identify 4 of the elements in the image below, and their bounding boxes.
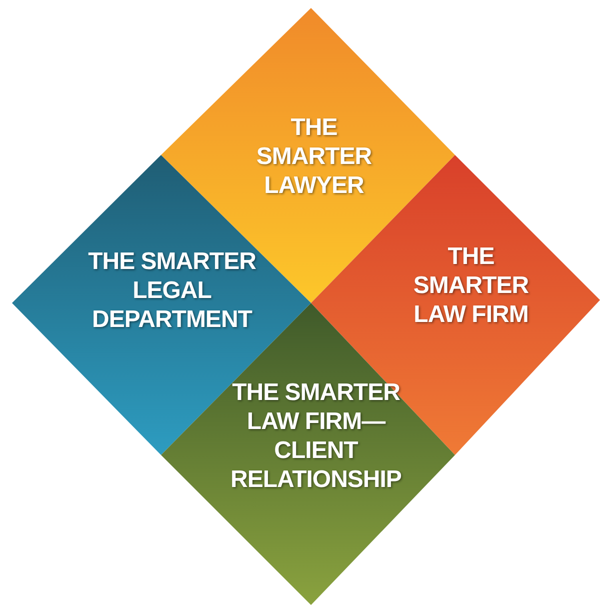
segment-label: THE SMARTER LAW FIRM— CLIENT RELATIONSHIP: [230, 378, 402, 494]
segment-label: THE SMARTER LAW FIRM: [412, 242, 530, 329]
segment-label: THE SMARTER LEGAL DEPARTMENT: [87, 247, 257, 334]
segment-label: THE SMARTER LAWYER: [255, 113, 373, 200]
